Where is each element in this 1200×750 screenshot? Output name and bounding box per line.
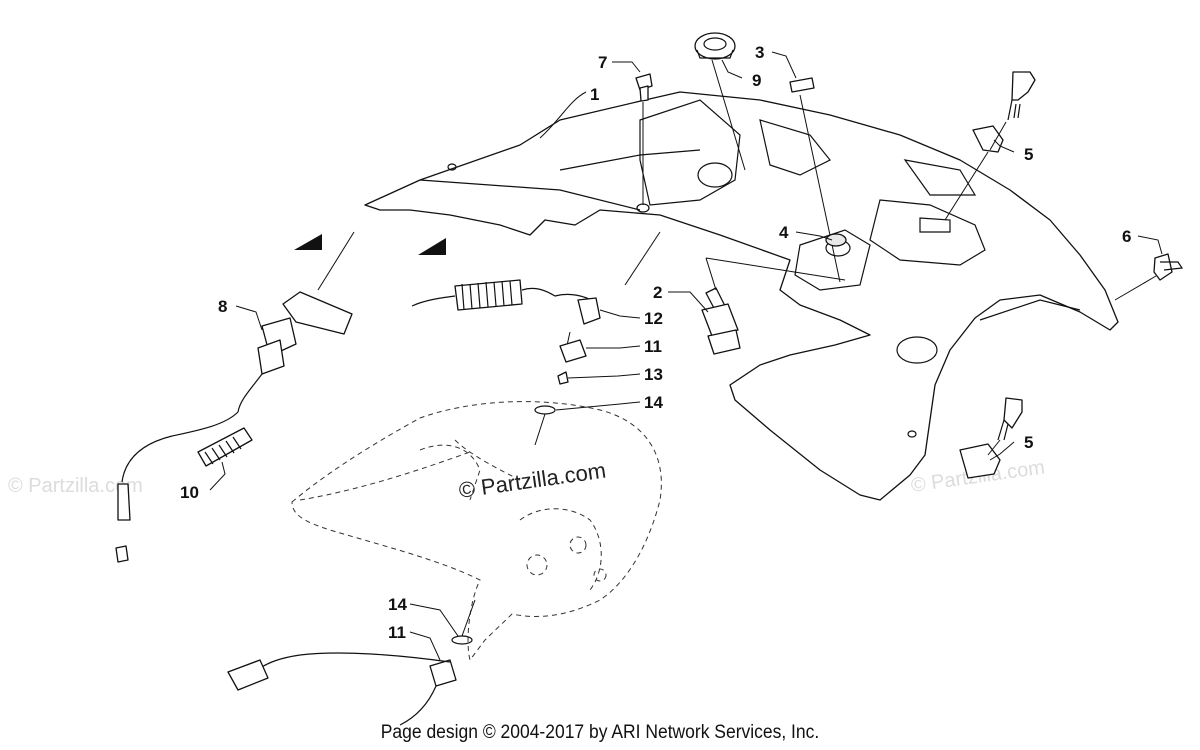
tether-cap-part-11-upper <box>559 339 587 363</box>
clip-part-5-bottom <box>959 397 1023 479</box>
callout-4: 4 <box>779 223 789 242</box>
clip-part-5-top <box>944 71 1036 221</box>
callout-5-bottom: 5 <box>1024 433 1033 452</box>
direction-arrow-left <box>294 234 322 250</box>
callout-11-upper: 11 <box>644 337 662 356</box>
callout-7: 7 <box>598 53 607 72</box>
callout-10: 10 <box>180 483 199 502</box>
o-ring-part-14-upper <box>534 405 556 446</box>
direction-arrow-center <box>418 238 446 255</box>
callout-9: 9 <box>752 71 761 90</box>
tether-lanyard-part-12 <box>411 279 601 351</box>
watermark-center: © Partzilla.com <box>457 458 607 503</box>
screw-part-13 <box>557 371 569 385</box>
screw-part-7 <box>635 73 653 205</box>
callout-13: 13 <box>644 365 663 384</box>
callout-14-lower: 14 <box>388 595 407 614</box>
page-footer: Page design © 2004-2017 by ARI Network S… <box>380 722 820 743</box>
toggle-switch-part-2 <box>701 257 846 355</box>
callout-8: 8 <box>218 297 227 316</box>
bushing-part-3 <box>789 77 841 283</box>
push-rivet-part-6 <box>1114 253 1184 301</box>
console-cover-part-1 <box>364 91 1119 501</box>
callout-14-upper: 14 <box>644 393 663 412</box>
switch-nut-part-4 <box>825 233 847 247</box>
grommet-part-9 <box>694 32 746 171</box>
callout-11-lower: 11 <box>388 623 406 642</box>
sensor-harness-lower <box>227 599 476 726</box>
callout-5-top: 5 <box>1024 145 1033 164</box>
ignition-switch-part-8 <box>115 291 353 563</box>
coil-sleeve-part-10 <box>197 427 253 467</box>
callout-3: 3 <box>755 43 764 62</box>
callout-2: 2 <box>653 283 662 302</box>
watermark-left: © Partzilla.com <box>8 475 143 497</box>
callout-1: 1 <box>590 85 599 104</box>
frame-ghost-outline <box>291 401 662 662</box>
callout-6: 6 <box>1122 227 1131 246</box>
callout-12: 12 <box>644 309 663 328</box>
callout-leaders <box>209 51 1163 661</box>
